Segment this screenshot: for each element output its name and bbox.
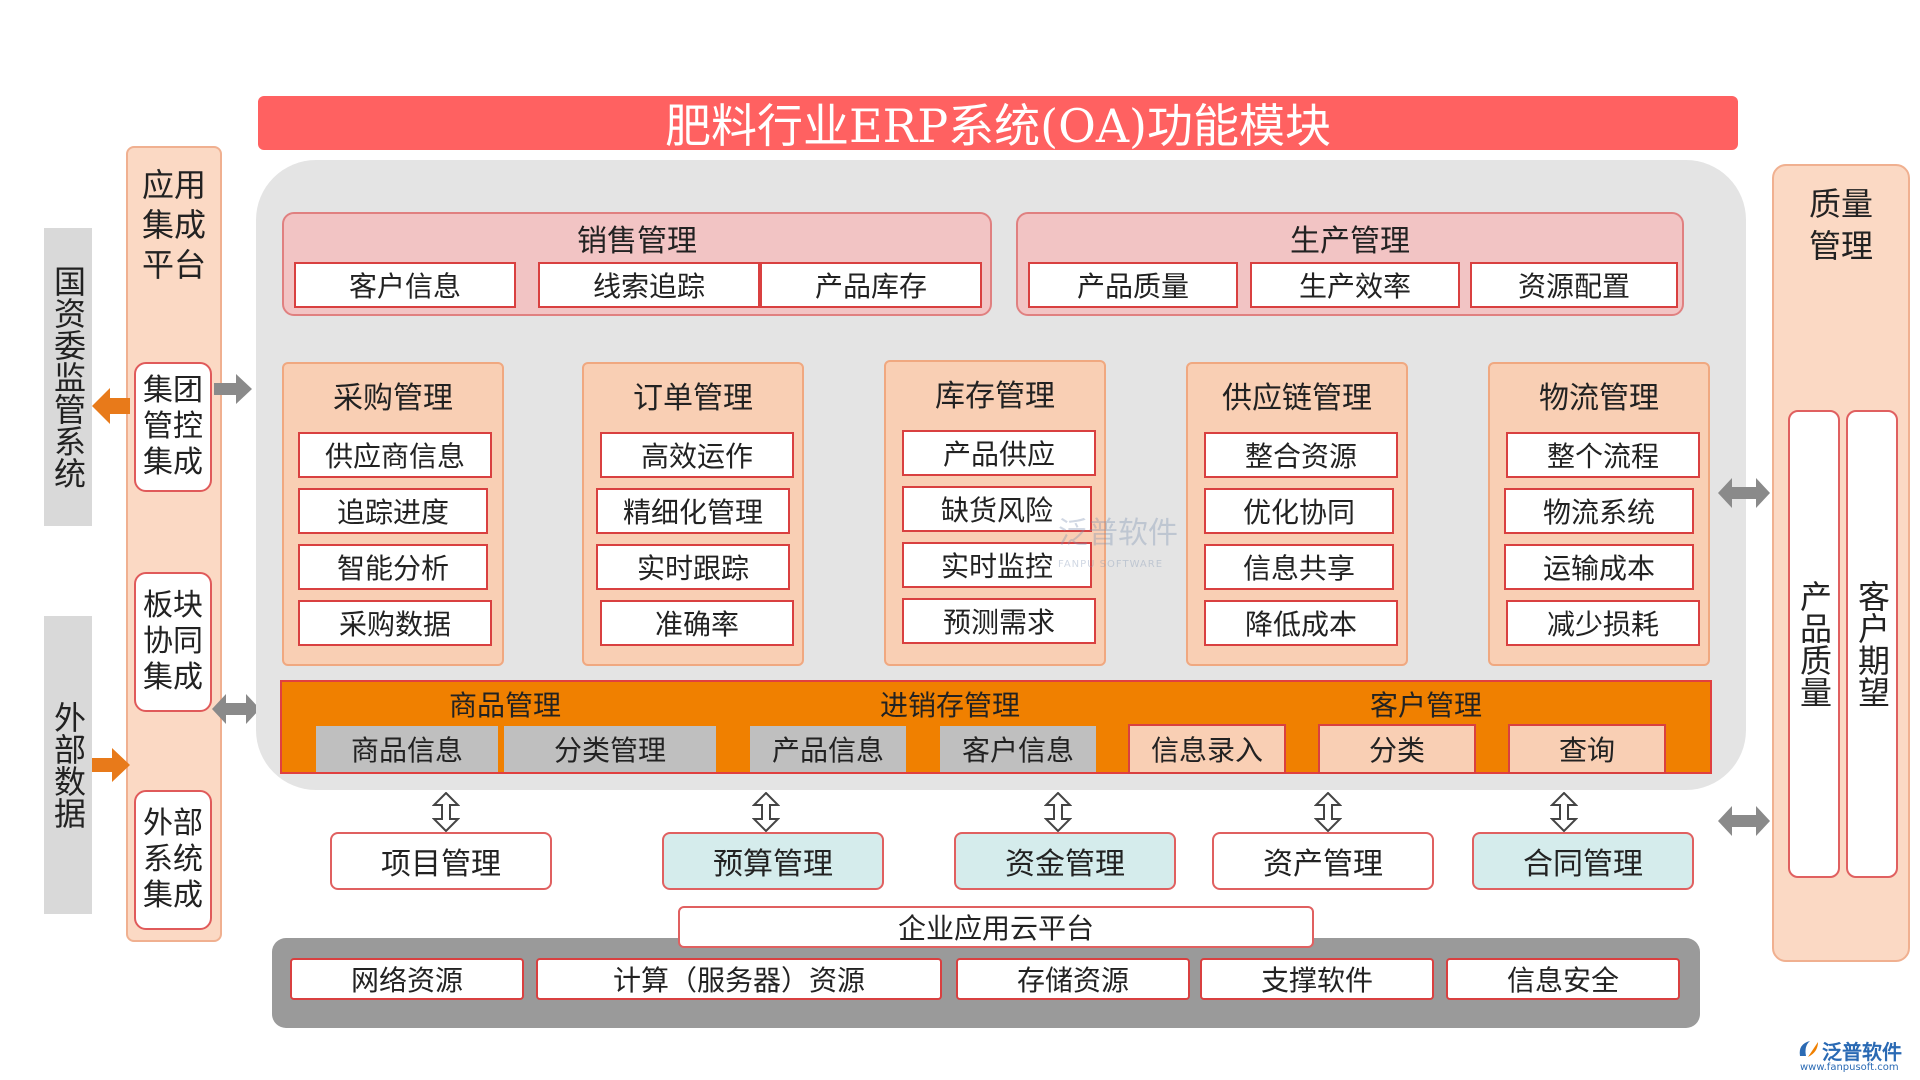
customer-expectation-box: 客户期望 bbox=[1846, 410, 1898, 878]
module-item: 整个流程 bbox=[1506, 432, 1700, 478]
module-item: 实时跟踪 bbox=[596, 544, 790, 590]
sales-management-title: 销售管理 bbox=[577, 224, 697, 259]
project-management: 项目管理 bbox=[330, 832, 552, 890]
module-item: 智能分析 bbox=[298, 544, 488, 590]
cloud-resource: 信息安全 bbox=[1446, 958, 1680, 1000]
double-arrow-left-icon bbox=[212, 694, 260, 724]
cloud-resource: 网络资源 bbox=[290, 958, 524, 1000]
double-arrow-vertical-icon bbox=[1314, 792, 1342, 832]
product-info: 产品信息 bbox=[750, 726, 906, 772]
sales-item: 产品库存 bbox=[760, 262, 982, 308]
production-item: 资源配置 bbox=[1470, 262, 1678, 308]
module-item: 降低成本 bbox=[1204, 600, 1398, 646]
logo-mark-icon bbox=[1799, 1041, 1818, 1057]
budget-management: 预算管理 bbox=[662, 832, 884, 890]
classification: 分类 bbox=[1318, 724, 1476, 774]
sasac-system-box: 国资委监管系统 bbox=[44, 228, 92, 526]
module-item: 预测需求 bbox=[902, 598, 1096, 644]
module-item: 优化协同 bbox=[1204, 488, 1394, 534]
watermark: 泛普软件 FANPU SOFTWARE bbox=[1058, 516, 1178, 570]
module-item: 精细化管理 bbox=[596, 488, 790, 534]
title-bar: 肥料行业ERP系统(OA)功能模块 bbox=[258, 96, 1738, 153]
cloud-resource: 存储资源 bbox=[956, 958, 1190, 1000]
quality-management-title: 质量管理 bbox=[1808, 185, 1873, 265]
module-title: 库存管理 bbox=[935, 379, 1055, 414]
customer-info: 客户信息 bbox=[940, 726, 1096, 772]
module-title: 订单管理 bbox=[633, 381, 753, 416]
double-arrow-vertical-icon bbox=[1550, 792, 1578, 832]
module-item: 供应商信息 bbox=[298, 432, 492, 478]
module-item: 缺货风险 bbox=[902, 486, 1092, 532]
production-item: 产品质量 bbox=[1028, 262, 1238, 308]
double-arrow-horizontal-icon bbox=[1718, 478, 1770, 508]
info-entry: 信息录入 bbox=[1128, 724, 1286, 774]
platform-title: 应用集成平台 bbox=[141, 166, 206, 284]
sales-item: 客户信息 bbox=[294, 262, 516, 308]
module-item: 物流系统 bbox=[1504, 488, 1694, 534]
module-item: 准确率 bbox=[600, 600, 794, 646]
customer-management-label: 客户管理 bbox=[1369, 689, 1482, 722]
goods-management-label: 商品管理 bbox=[448, 689, 561, 722]
external-data-box: 外部数据 bbox=[44, 616, 92, 914]
module-item: 实时监控 bbox=[902, 542, 1092, 588]
query: 查询 bbox=[1508, 724, 1666, 774]
module-title: 供应链管理 bbox=[1222, 381, 1372, 416]
cloud-resource: 计算（服务器）资源 bbox=[536, 958, 942, 1000]
module-item: 减少损耗 bbox=[1506, 600, 1700, 646]
double-arrow-horizontal-icon bbox=[1718, 806, 1770, 836]
module-item: 运输成本 bbox=[1504, 544, 1694, 590]
module-title: 物流管理 bbox=[1539, 381, 1659, 416]
inventory-sales-label: 进销存管理 bbox=[879, 689, 1020, 722]
arrow-to-sasac-icon bbox=[92, 388, 130, 424]
module-item: 采购数据 bbox=[298, 600, 492, 646]
cloud-resource: 支撑软件 bbox=[1200, 958, 1434, 1000]
module-item: 产品供应 bbox=[902, 430, 1096, 476]
cloud-platform-title: 企业应用云平台 bbox=[678, 906, 1314, 948]
brand-logo: 泛普软件 www.fanpusoft.com bbox=[1796, 1036, 1920, 1080]
product-quality-box: 产品质量 bbox=[1788, 410, 1840, 878]
module-title: 采购管理 bbox=[333, 381, 453, 416]
module-item: 整合资源 bbox=[1204, 432, 1398, 478]
production-management-title: 生产管理 bbox=[1290, 224, 1410, 259]
sector-collaboration-integration: 板块协同集成 bbox=[134, 572, 212, 712]
arrow-from-external-icon bbox=[92, 748, 130, 782]
group-control-integration: 集团管控集成 bbox=[134, 362, 212, 492]
contract-management: 合同管理 bbox=[1472, 832, 1694, 890]
asset-management: 资产管理 bbox=[1212, 832, 1434, 890]
fund-management: 资金管理 bbox=[954, 832, 1176, 890]
page-title: 肥料行业ERP系统(OA)功能模块 bbox=[665, 99, 1331, 153]
goods-info: 商品信息 bbox=[316, 726, 498, 772]
external-system-integration: 外部系统集成 bbox=[134, 790, 212, 930]
double-arrow-vertical-icon bbox=[752, 792, 780, 832]
arrow-right-gray-icon bbox=[214, 374, 252, 404]
sales-item: 线索追踪 bbox=[538, 262, 760, 308]
double-arrow-vertical-icon bbox=[1044, 792, 1072, 832]
module-item: 高效运作 bbox=[600, 432, 794, 478]
module-item: 追踪进度 bbox=[298, 488, 488, 534]
module-item: 信息共享 bbox=[1204, 544, 1394, 590]
production-item: 生产效率 bbox=[1250, 262, 1460, 308]
double-arrow-vertical-icon bbox=[432, 792, 460, 832]
category-management: 分类管理 bbox=[504, 726, 716, 772]
